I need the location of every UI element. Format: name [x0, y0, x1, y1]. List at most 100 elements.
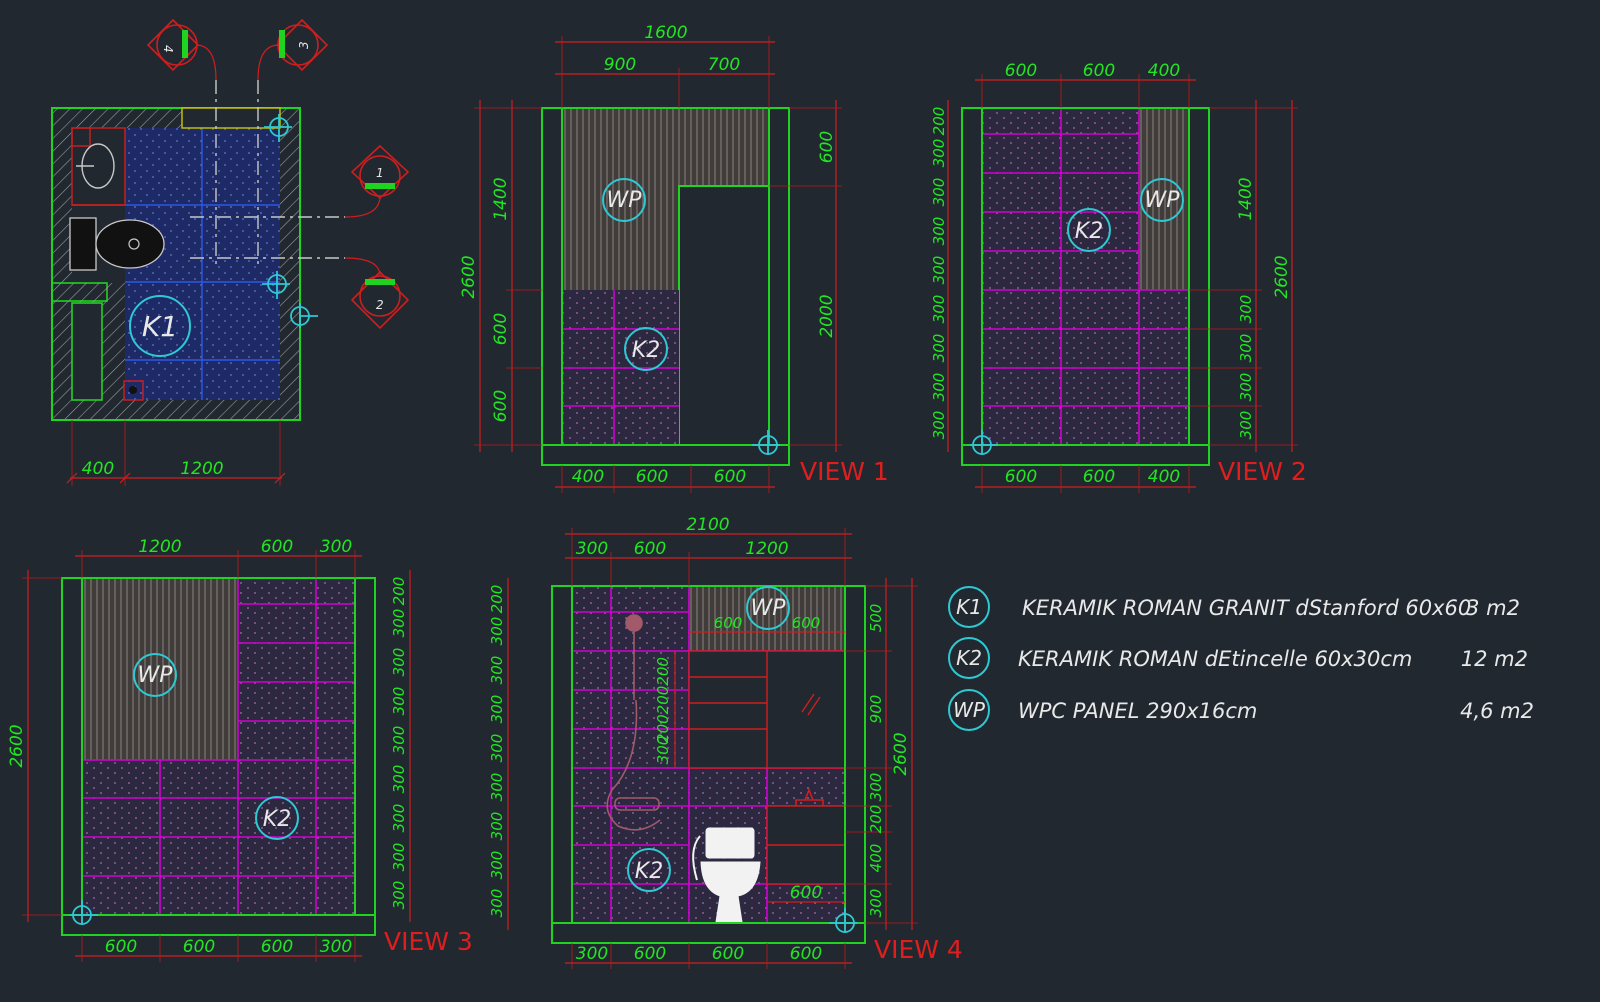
v3-wpc-panel: [82, 578, 238, 760]
plan-room-tag: K1: [142, 310, 178, 343]
v2-dim-left: 300: [930, 217, 948, 246]
v2-dim-right: 300: [1237, 373, 1255, 402]
v4-wpc-panel: [689, 586, 845, 651]
v4-inner-dim: 600: [792, 614, 821, 632]
v4-dim-right-total: 2600: [891, 732, 911, 775]
v2-dim-right: 300: [1237, 334, 1255, 363]
v3-dim-right: 300: [390, 843, 408, 872]
v2-dim-left: 300: [930, 256, 948, 285]
v3-dim-right: 300: [390, 726, 408, 755]
tag-ring: [948, 637, 990, 679]
v3-dim-top-300: 300: [320, 537, 352, 557]
v4-dim-left: 300: [488, 617, 506, 646]
v1-dim-left-1400: 1400: [491, 177, 511, 220]
v3-dim-right: 300: [390, 881, 408, 910]
v1-tag-k2: K2: [632, 338, 660, 363]
v3-dim-top-1200: 1200: [138, 537, 181, 557]
legend-row-k1: K1 KERAMIK ROMAN GRANIT dStanford 60x60 …: [948, 586, 1520, 628]
v3-dim-top-600: 600: [261, 537, 293, 557]
v1-dim-left-total: 2600: [459, 255, 479, 298]
view-4-label: VIEW 4: [874, 935, 963, 964]
v1-dim-left-600: 600: [491, 390, 511, 422]
v4-inner-dim: 600: [790, 883, 822, 903]
v3-dim-bottom: 300: [320, 937, 352, 957]
v4-dim-left: 300: [488, 695, 506, 724]
v4-inner-dim: 600: [714, 614, 743, 632]
legend-qty: 3 m2: [1466, 596, 1520, 620]
faucet-icon: [795, 787, 824, 806]
v2-dim-right-total: 2600: [1272, 255, 1292, 298]
legend-desc: KERAMIK ROMAN GRANIT dStanford 60x60: [1022, 596, 1471, 620]
tag-ring: [129, 295, 191, 357]
view-1-label: VIEW 1: [800, 457, 889, 486]
view-origin-icon: [264, 114, 292, 142]
v2-dim-left: 300: [930, 139, 948, 168]
v2-wpc-panel: [1139, 108, 1189, 290]
v4-dim-right: 400: [867, 844, 885, 873]
toilet-tank-icon: [69, 217, 97, 271]
v4-dim-left: 300: [488, 851, 506, 880]
v3-dim-left-total: 2600: [7, 724, 27, 767]
v3-dim-bottom: 600: [261, 937, 293, 957]
v4-dim-bottom: 600: [712, 944, 744, 964]
v4-dim-left: 300: [488, 656, 506, 685]
v4-tag-wp: WP: [750, 596, 786, 621]
v1-dim-top-700: 700: [708, 55, 740, 75]
v4-dim-right: 300: [867, 773, 885, 802]
legend-tag: K1: [956, 595, 982, 619]
section-marker-4: 4: [146, 18, 217, 81]
marker-4-label: 4: [161, 45, 175, 53]
elevation-view-3: WP K2 1200 600 300 600 600 600 300 2600 …: [7, 537, 473, 962]
marker-3-label: 3: [297, 41, 311, 49]
v1-dim-top-900: 900: [604, 55, 636, 75]
v3-dim-right: 300: [390, 648, 408, 677]
v2-dim-left: 300: [930, 334, 948, 363]
plan-outline: [51, 107, 301, 421]
v3-dim-bottom: 600: [105, 937, 137, 957]
v4-dim-top: 300: [576, 539, 608, 559]
legend-qty: 12 m2: [1461, 647, 1528, 671]
v2-dim-right-1400: 1400: [1236, 177, 1256, 220]
legend-row-k2: K2 KERAMIK ROMAN dEtincelle 60x30cm 12 m…: [948, 637, 1528, 679]
v2-dim-bottom-600: 600: [1005, 467, 1037, 487]
v2-dim-right: 300: [1237, 295, 1255, 324]
v4-dim-bottom: 600: [634, 944, 666, 964]
view-origin-icon: [262, 271, 290, 299]
v4-dim-bottom: 300: [576, 944, 608, 964]
v3-dim-right: 300: [390, 765, 408, 794]
v4-dim-left: 300: [488, 812, 506, 841]
v2-dim-bottom-400: 400: [1148, 467, 1180, 487]
tag-ring: [255, 796, 299, 840]
view-origin-icon: [752, 430, 780, 455]
floor-drain-icon: [123, 380, 144, 401]
legend-desc: WPC PANEL 290x16cm: [1018, 699, 1257, 723]
v2-dim-top-400: 400: [1148, 61, 1180, 81]
view-3-label: VIEW 3: [384, 927, 473, 956]
plan-door-opening: [181, 107, 281, 129]
legend-row-wp: WP WPC PANEL 290x16cm 4,6 m2: [948, 689, 1534, 731]
tag-ring: [746, 586, 790, 630]
v2-dim-top-600: 600: [1083, 61, 1115, 81]
elevation-view-2: K2 WP 600 600 400 600 600 400 200 300 30…: [930, 61, 1307, 493]
tag-ring: [602, 178, 646, 222]
tag-ring: [1067, 208, 1111, 252]
material-legend: K1 KERAMIK ROMAN GRANIT dStanford 60x60 …: [948, 586, 1534, 731]
elevation-view-1: WP K2 1600 900 700 400 600 600 2600 1400…: [459, 23, 889, 493]
v3-dim-bottom: 600: [183, 937, 215, 957]
v1-dim-left-600: 600: [491, 313, 511, 345]
v4-dim-left: 300: [488, 734, 506, 763]
v2-dim-left: 300: [930, 295, 948, 324]
v2-dim-right: 300: [1237, 411, 1255, 440]
v4-dim-right: 200: [867, 805, 885, 834]
v4-dim-left: 300: [488, 773, 506, 802]
v2-dim-bottom-600: 600: [1083, 467, 1115, 487]
toilet-icon: [692, 827, 761, 923]
v4-dim-right: 300: [867, 889, 885, 918]
legend-desc: KERAMIK ROMAN dEtincelle 60x30cm: [1018, 647, 1412, 671]
toilet-bowl-icon: [95, 219, 165, 269]
v2-tag-wp: WP: [1144, 188, 1180, 213]
v4-tag-k2: K2: [635, 859, 663, 884]
v1-dim-right-2000: 2000: [817, 294, 837, 337]
tag-ring: [1140, 178, 1184, 222]
